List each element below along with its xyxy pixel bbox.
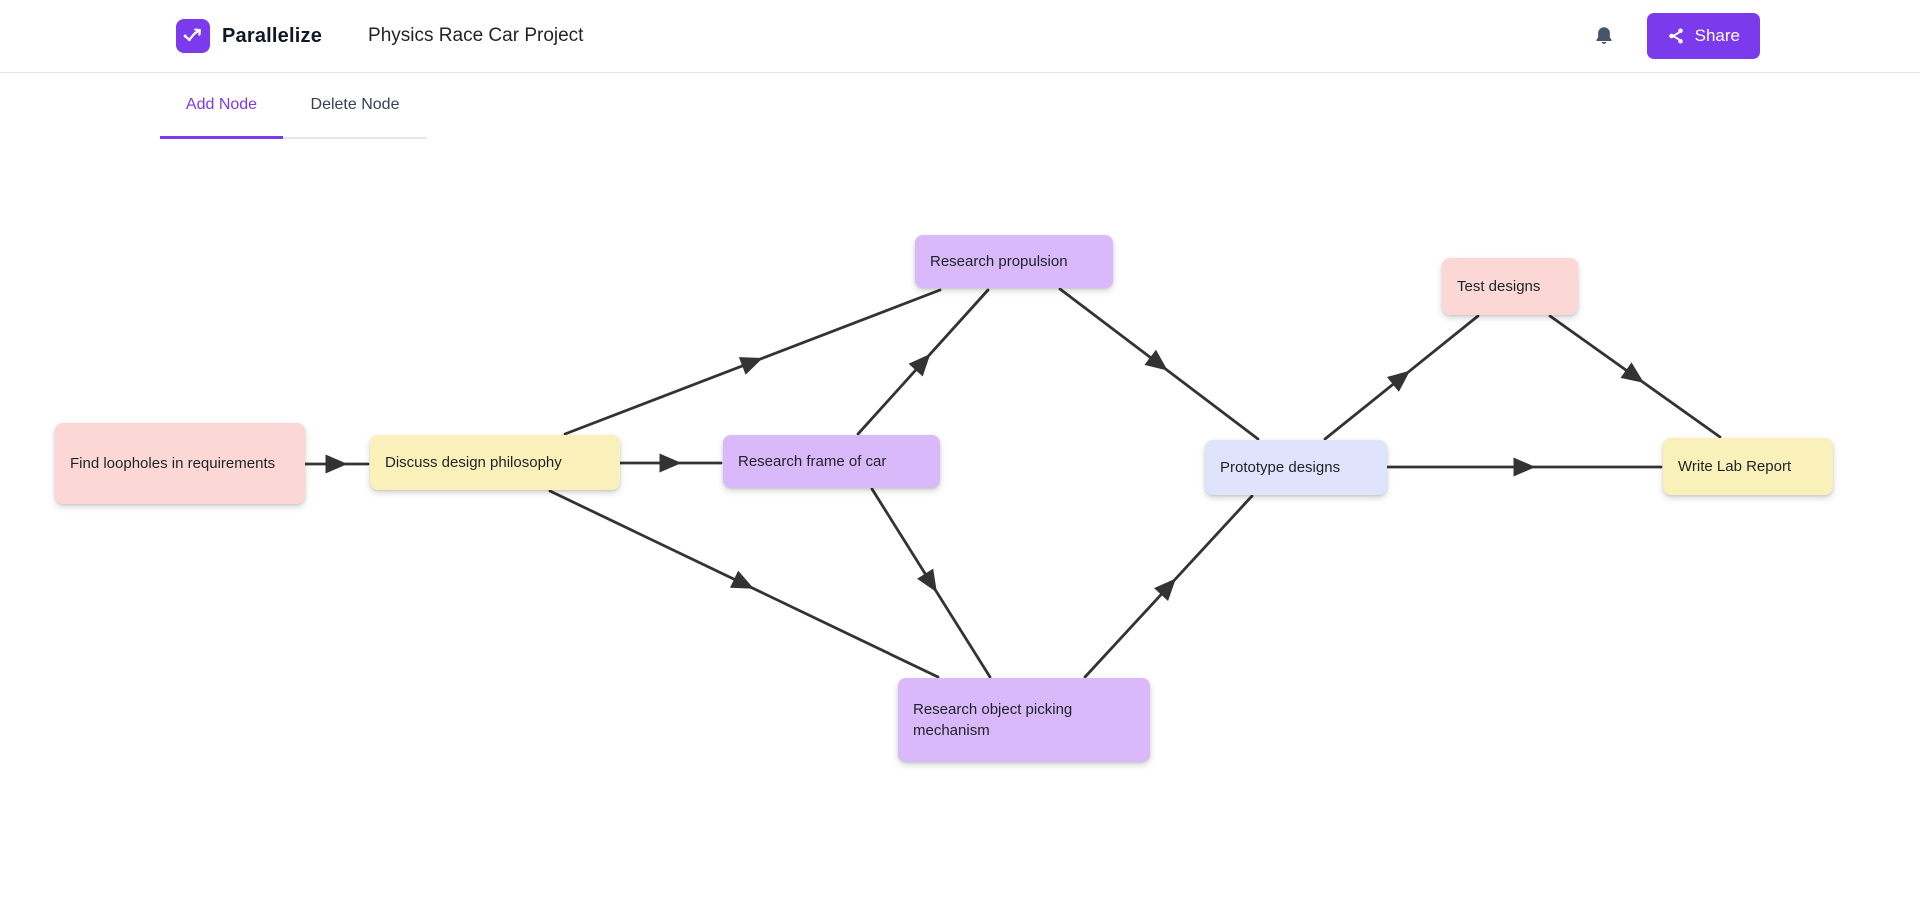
tab-add-node[interactable]: Add Node [160,73,283,139]
header-left: Parallelize Physics Race Car Project [0,19,583,53]
node-prototype-designs[interactable]: Prototype designs [1205,440,1387,495]
project-title: Physics Race Car Project [368,25,584,46]
header-right: Share [1589,13,1920,59]
node-label: Research propulsion [930,252,1068,270]
edge-arrowhead [1620,362,1644,383]
share-button[interactable]: Share [1646,13,1760,59]
node-label: Research frame of car [738,452,887,470]
notifications-bell-icon[interactable] [1589,20,1619,52]
node-label: Write Lab Report [1678,457,1792,475]
share-icon [1667,27,1685,45]
node-find-loopholes[interactable]: Find loopholes in requirements [55,423,305,504]
node-write-report[interactable]: Write Lab Report [1663,438,1833,495]
edge-arrowhead [325,454,348,474]
edge-arrowhead [659,453,682,473]
edge-arrowhead [1154,578,1176,602]
edge-arrowhead [1144,349,1168,371]
edge-arrowhead [917,568,937,593]
edge-arrowhead [1386,370,1411,392]
node-discuss-design[interactable]: Discuss design philosophy [370,435,620,490]
tab-delete-node[interactable]: Delete Node [310,95,400,113]
edge-arrowhead [1513,457,1536,477]
node-research-propulsion[interactable]: Research propulsion [915,235,1113,288]
toolbar-tabs: Add Node Delete Node [160,73,427,139]
app-logo-icon [176,19,210,53]
edge-arrowhead [908,353,931,377]
node-research-picking[interactable]: Research object picking mechanism [898,678,1150,762]
node-label: Test designs [1457,277,1541,295]
node-label: Prototype designs [1220,458,1341,476]
node-label: Discuss design philosophy [385,453,562,471]
header: Parallelize Physics Race Car Project [0,0,1920,73]
node-research-frame[interactable]: Research frame of car [723,435,940,488]
app-name: Parallelize [222,24,323,47]
share-button-label: Share [1694,26,1740,45]
node-test-designs[interactable]: Test designs [1442,258,1578,315]
edge-arrowhead [738,357,763,375]
edge-arrowhead [729,570,754,589]
node-label: Find loopholes in requirements [70,454,276,472]
node-label: Research object picking mechanism [913,700,1073,739]
